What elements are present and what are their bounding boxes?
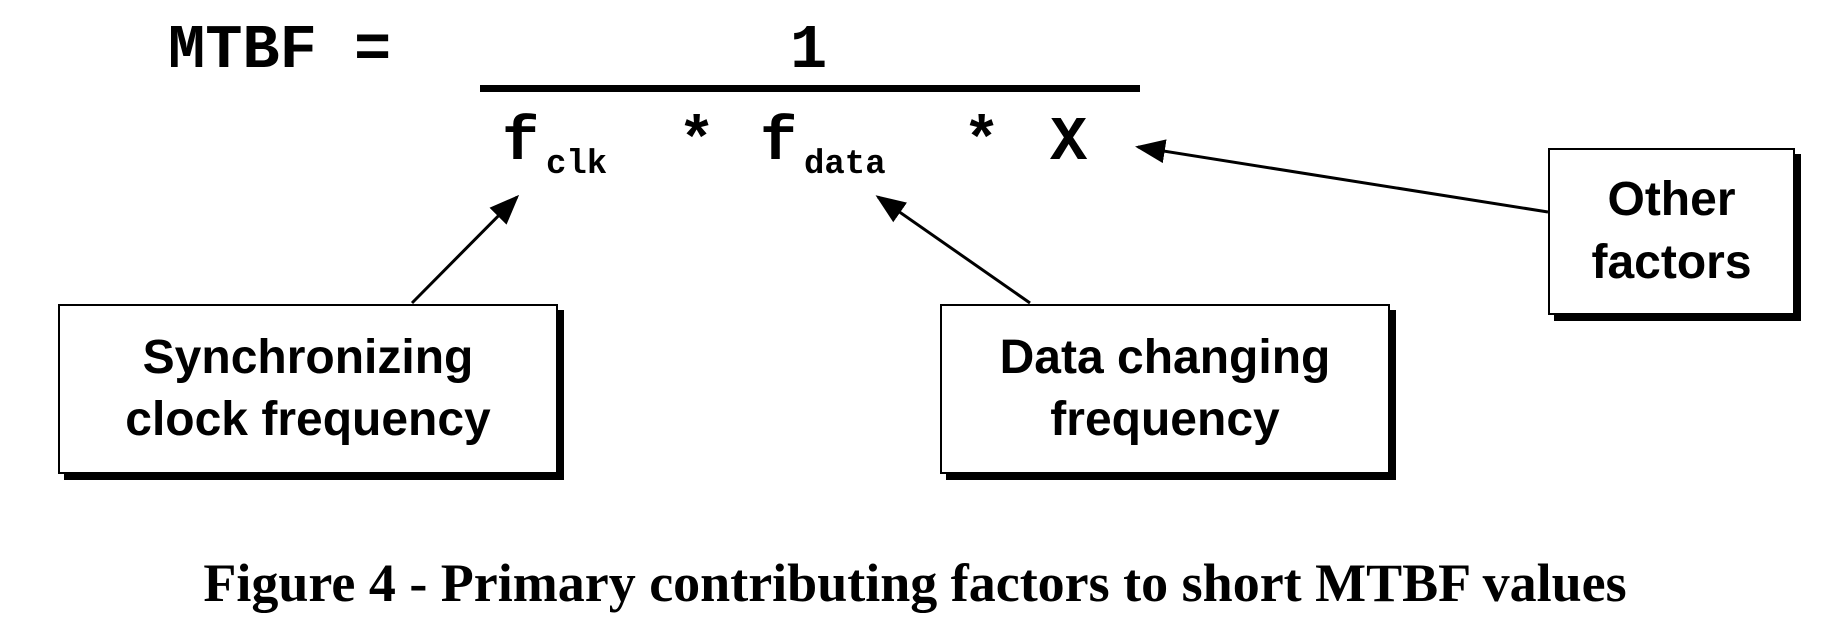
equation-numerator: 1: [790, 15, 828, 86]
multiply-operator-2: *: [963, 107, 1001, 178]
callout-line: Other: [1607, 173, 1736, 227]
clock-arrow: [410, 194, 520, 305]
clock-frequency-symbol: f: [502, 107, 540, 178]
data-frequency-subscript: data: [804, 146, 886, 184]
other-arrow: [1135, 139, 1549, 214]
fraction-bar: [480, 85, 1140, 92]
data-frequency-symbol: f: [760, 107, 798, 178]
callout-line: Data changing: [999, 330, 1331, 384]
data-arrow: [875, 195, 1031, 305]
callout-line: factors: [1591, 235, 1752, 289]
callout-line: clock frequency: [125, 393, 491, 446]
callout-line: frequency: [1050, 393, 1280, 446]
clock-frequency-subscript: clk: [546, 146, 608, 184]
equation-lhs: MTBF =: [168, 15, 392, 86]
multiply-operator-1: *: [678, 107, 716, 178]
data-frequency-callout: Data changing frequency: [940, 304, 1390, 474]
clock-frequency-callout: Synchronizing clock frequency: [58, 304, 558, 474]
other-factors-callout: Other factors: [1548, 148, 1795, 315]
other-factors-symbol: X: [1050, 107, 1088, 178]
callout-line: Synchronizing: [142, 330, 474, 384]
figure-caption: Figure 4 - Primary contributing factors …: [203, 553, 1627, 613]
